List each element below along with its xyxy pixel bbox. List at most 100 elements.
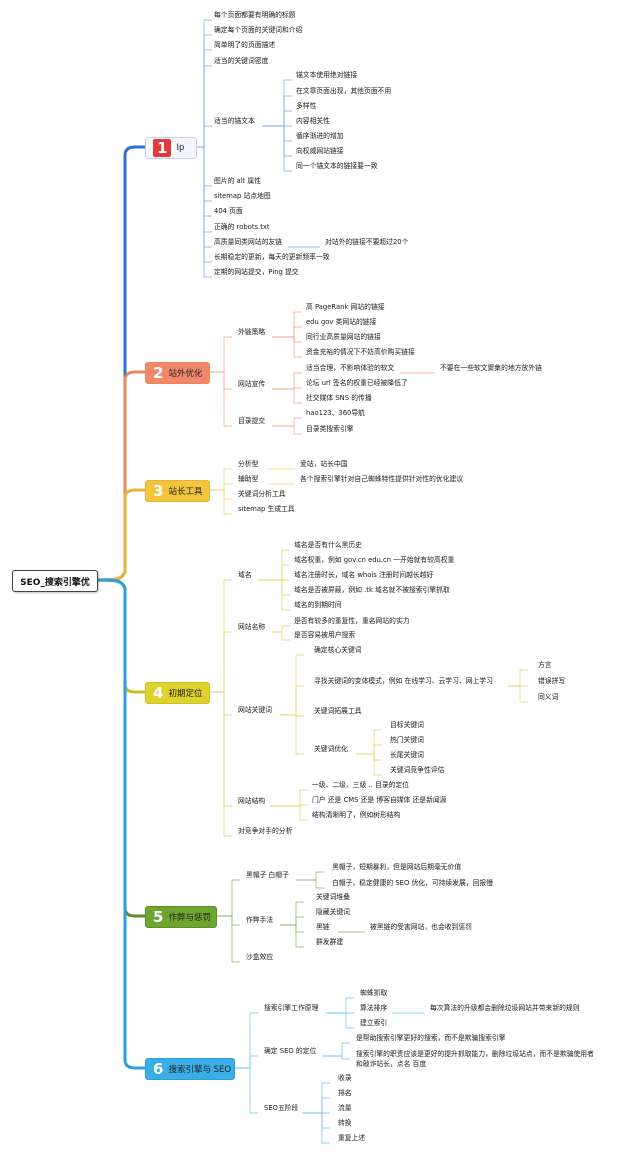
b1-anchor-item-0[interactable]: 锚文本使用绝对链接: [296, 71, 358, 79]
b6-pos-item-2[interactable]: 和敲诈站长，点名 百度: [356, 1060, 427, 1068]
branch-4-node[interactable]: 4 初期定位: [145, 682, 210, 704]
b3-item-3[interactable]: sitemap 生成工具: [238, 505, 295, 513]
b2-links-item-3[interactable]: 资金充裕的情况下不妨高价购买链接: [306, 348, 415, 356]
b5-cheat-item-0[interactable]: 关键词堆叠: [316, 893, 350, 901]
b6-stage-item-2[interactable]: 流量: [338, 1104, 352, 1112]
b6-stage-item-4[interactable]: 重复上述: [338, 1134, 366, 1142]
b4-variant-item-2[interactable]: 同义词: [538, 693, 559, 701]
b6-item-0[interactable]: 搜索引擎工作原理: [264, 1004, 319, 1012]
b4-item-3[interactable]: 网站结构: [238, 797, 266, 805]
b4-opt-item-1[interactable]: 热门关键词: [390, 736, 424, 744]
branch-1-node[interactable]: 1 Ip: [145, 137, 197, 159]
b1-item-11[interactable]: 定期的网站提交，Ping 提交: [214, 268, 299, 276]
b6-work-item-0[interactable]: 蜘蛛抓取: [360, 989, 388, 997]
b4-item-2[interactable]: 网站关键词: [238, 706, 272, 714]
b6-item-2[interactable]: SEO五阶段: [264, 1104, 299, 1112]
b6-stage-item-3[interactable]: 转换: [338, 1119, 352, 1127]
b2-item-1[interactable]: 网站宣传: [238, 380, 266, 388]
b5-hat-item-1[interactable]: 白帽子，稳定健康的 SEO 优化，可持续发展，回报慢: [332, 879, 494, 887]
b6-algo-note[interactable]: 每次算法的升级都会删除垃圾网站并带来新的规则: [430, 1004, 580, 1012]
b1-anchor-item-6[interactable]: 同一个锚文本的链接要一致: [296, 162, 378, 170]
b4-kw-item-0[interactable]: 确定核心关键词: [314, 646, 362, 654]
b6-item-1[interactable]: 确定 SEO 的定位: [264, 1047, 317, 1055]
b1-anchor-item-5[interactable]: 向权威网站链接: [296, 147, 344, 155]
b4-opt-item-2[interactable]: 长尾关键词: [390, 751, 424, 759]
b1-item-6[interactable]: sitemap 站点地图: [214, 192, 271, 200]
b6-stage-item-0[interactable]: 收录: [338, 1074, 352, 1082]
b1-item-5[interactable]: 图片的 alt 属性: [214, 177, 262, 185]
b5-cheat-item-2[interactable]: 黑链: [316, 923, 330, 931]
b2-item-0[interactable]: 外链策略: [238, 328, 266, 336]
b6-stage-item-1[interactable]: 排名: [338, 1089, 352, 1097]
branch-5-node[interactable]: 5 作弊与惩罚: [145, 906, 217, 928]
b1-item-7[interactable]: 404 页面: [214, 207, 243, 215]
connector-line: [208, 371, 232, 427]
b4-domain-item-1[interactable]: 域名权重，例如 gov.cn edu.cn 一开始就有较高权重: [294, 556, 455, 564]
b2-dir-item-1[interactable]: 目录类搜索引擎: [306, 425, 354, 433]
b4-variant-item-0[interactable]: 方言: [538, 661, 552, 669]
b1-item-2[interactable]: 简单明了的页面描述: [214, 41, 276, 49]
b1-friend-note[interactable]: 对站外的链接不要超过20个: [325, 238, 409, 246]
b1-item-10[interactable]: 长期稳定的更新，每天的更新频率一致: [214, 253, 330, 261]
b2-links-item-0[interactable]: 高 PageRank 网站的链接: [306, 303, 385, 311]
b3-analysis-note[interactable]: 爱站，站长中国: [300, 460, 348, 468]
b4-domain-item-3[interactable]: 域名是否被屏蔽，例如 .tk 域名就不被搜索引擎抓取: [294, 586, 450, 594]
b3-aux-note[interactable]: 各个搜索引擎针对自己蜘蛛特性提供针对性的优化建议: [300, 475, 464, 483]
b4-struct-item-0[interactable]: 一级、二级、三级 .. 目录的定位: [312, 781, 410, 789]
b2-promo-item-2[interactable]: 社交媒体 SNS 的传播: [306, 394, 372, 402]
b4-name-item-0[interactable]: 是否有较多的重复性，重名网站的实力: [294, 617, 410, 625]
b4-kw-item-2[interactable]: 关键词拓展工具: [314, 707, 362, 715]
b3-item-0[interactable]: 分析型: [238, 460, 259, 468]
b5-item-1[interactable]: 作弊手法: [246, 916, 274, 924]
b1-item-1[interactable]: 确定每个页面的关键词和介绍: [214, 26, 303, 34]
b4-kw-item-3[interactable]: 关键词优化: [314, 745, 348, 753]
b4-struct-item-2[interactable]: 结构清晰明了，例如树形结构: [312, 811, 401, 819]
b2-dir-item-0[interactable]: hao123、360导航: [306, 409, 365, 417]
b2-item-2[interactable]: 目录提交: [238, 417, 266, 425]
b4-domain-item-2[interactable]: 域名注册时长，域名 whois 注册时间越长越好: [294, 571, 434, 579]
b6-work-item-2[interactable]: 建立索引: [360, 1019, 388, 1027]
b2-promo-note[interactable]: 不要在一些软文聚集的地方放外链: [440, 364, 542, 372]
b5-cheat-item-3[interactable]: 群发群建: [316, 938, 344, 946]
root-node[interactable]: SEO_搜索引擎优: [12, 570, 98, 592]
b3-item-2[interactable]: 关键词分析工具: [238, 490, 286, 498]
b4-opt-item-0[interactable]: 目标关键词: [390, 721, 424, 729]
b3-item-1[interactable]: 辅助型: [238, 475, 259, 483]
b1-anchor-item-3[interactable]: 内容相关性: [296, 117, 330, 125]
b2-links-item-2[interactable]: 同行业高质量网站的链接: [306, 333, 381, 341]
b4-name-item-1[interactable]: 是否容易被用户搜索: [294, 631, 356, 639]
b2-links-item-1[interactable]: edu gov 类网站的链接: [306, 318, 377, 326]
b6-pos-item-1[interactable]: 搜索引擎的职责应该是更好的提升抓取能力，删除垃圾站点，而不是欺骗使用者: [356, 1050, 594, 1058]
b4-opt-item-3[interactable]: 关键词竞争性评估: [390, 766, 445, 774]
connector-line: [262, 79, 292, 127]
b1-item-4[interactable]: 适当的锚文本: [214, 117, 255, 125]
b1-anchor-item-4[interactable]: 循序渐进的增加: [296, 132, 344, 140]
b1-item-8[interactable]: 正确的 robots.txt: [214, 223, 270, 231]
b2-promo-item-0[interactable]: 适当合理，不影响体验的软文: [306, 364, 395, 372]
b5-cheat-item-1[interactable]: 隐藏关键词: [316, 908, 350, 916]
b4-item-4[interactable]: 对竞争对手的分析: [238, 827, 293, 835]
branch-3-node[interactable]: 3 站长工具: [145, 480, 210, 502]
b5-hat-item-0[interactable]: 黑帽子，短期暴利，但是网站后期毫无价值: [332, 863, 462, 871]
b1-item-3[interactable]: 适当的关键词密度: [214, 57, 269, 65]
b6-pos-item-0[interactable]: 是帮助搜索引擎更好的搜索，而不是欺骗搜索引擎: [356, 1034, 506, 1042]
b6-work-item-1[interactable]: 算法排序: [360, 1004, 388, 1012]
b4-struct-item-1[interactable]: 门户 还是 CMS 还是 博客自媒体 还是新闻源: [312, 796, 447, 804]
b4-domain-item-4[interactable]: 域名的到期时间: [294, 601, 342, 609]
b4-item-0[interactable]: 域名: [238, 571, 252, 579]
b2-promo-item-1[interactable]: 论坛 url 签名的权重已经被降低了: [306, 379, 408, 387]
b5-item-2[interactable]: 沙盒效应: [246, 953, 274, 961]
b5-blacklink-note[interactable]: 被黑链的受害网站，也会收到惩罚: [370, 923, 472, 931]
b1-item-0[interactable]: 每个页面都要有明确的标题: [214, 11, 296, 19]
b1-anchor-item-1[interactable]: 在文章页面出现，其他页面不用: [296, 87, 392, 95]
b5-item-0[interactable]: 黑帽子 白帽子: [246, 871, 289, 879]
b4-domain-item-0[interactable]: 域名是否有什么黑历史: [294, 541, 362, 549]
branch-6-number: 6: [153, 1060, 164, 1078]
b4-item-1[interactable]: 网站名称: [238, 623, 266, 631]
b4-kw-item-1[interactable]: 寻找关键词的变体模式，例如 在线学习、云学习、网上学习: [314, 677, 493, 685]
b1-item-9[interactable]: 高质量同类网站的友链: [214, 238, 282, 246]
branch-6-node[interactable]: 6 搜索引擎与 SEO: [145, 1058, 235, 1080]
branch-2-node[interactable]: 2 站外优化: [145, 362, 210, 384]
b1-anchor-item-2[interactable]: 多样性: [296, 102, 317, 110]
b4-variant-item-1[interactable]: 错误拼写: [538, 677, 566, 685]
